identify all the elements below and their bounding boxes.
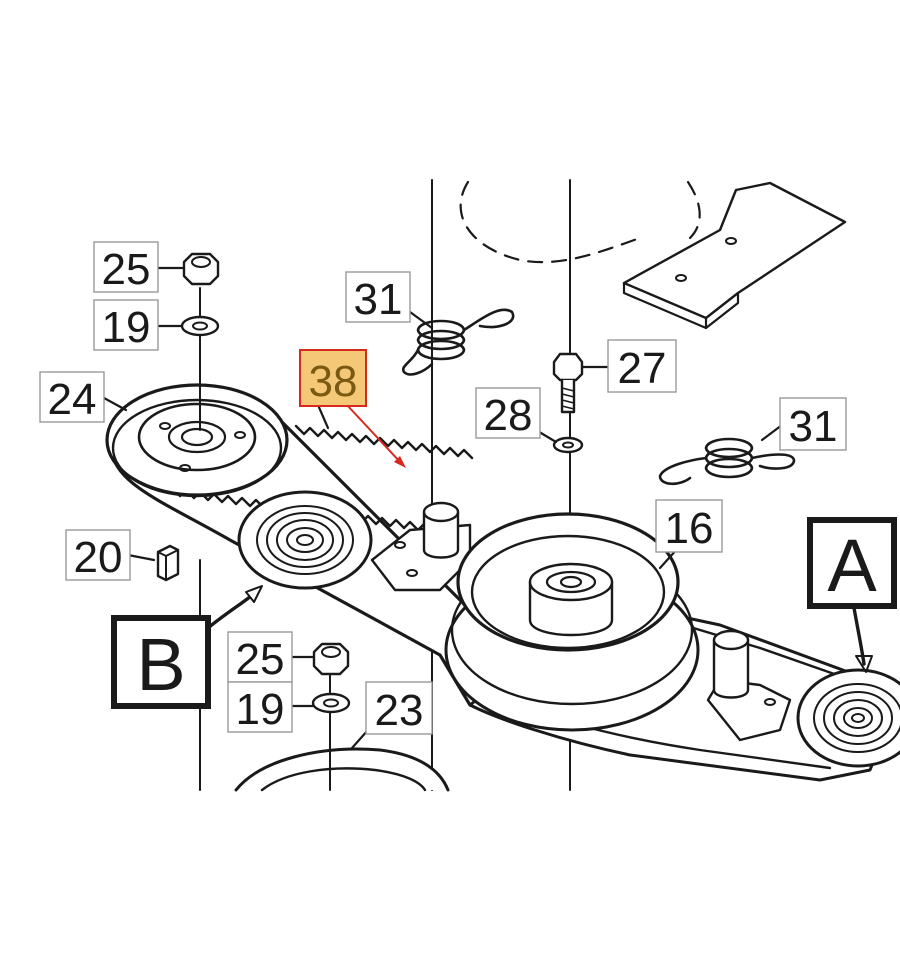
- callout-nut-lower: 25: [227, 631, 293, 684]
- nut-25-lower: [312, 642, 350, 676]
- callout-pulley-lower: 23: [365, 681, 433, 735]
- pulley-23: [234, 747, 450, 792]
- callout-washer-small: 28: [475, 387, 541, 440]
- idler-pulley-b: [237, 490, 373, 590]
- arrow-to-a-pulley: [852, 606, 866, 666]
- svg-text:24: 24: [48, 375, 97, 424]
- callout-key: 20: [65, 529, 131, 582]
- leader-lines: [102, 266, 873, 750]
- callout-washer-lower: 19: [227, 681, 293, 734]
- view-label-b: B: [111, 615, 211, 709]
- bolt-27: [552, 352, 584, 414]
- svg-text:25: 25: [102, 245, 151, 294]
- key-20: [156, 544, 180, 582]
- svg-text:38: 38: [309, 357, 358, 406]
- idler-arm-right: [706, 629, 792, 742]
- svg-text:25: 25: [236, 635, 285, 684]
- callout-belt-highlighted: 38: [299, 349, 367, 407]
- callout-spring-upper: 31: [345, 271, 411, 324]
- callout-bolt: 27: [607, 339, 677, 393]
- callout-washer-upper: 19: [93, 299, 159, 352]
- svg-text:19: 19: [236, 685, 285, 734]
- svg-text:23: 23: [375, 686, 424, 735]
- spring-31-right: [658, 437, 796, 486]
- pulley-16: [444, 512, 700, 732]
- shaft-lines: [199, 287, 331, 791]
- washer-19-upper: [180, 315, 220, 337]
- leader-red-38: [345, 403, 403, 465]
- svg-text:31: 31: [789, 402, 838, 451]
- pulley-a: [796, 668, 900, 768]
- svg-text:A: A: [827, 524, 877, 607]
- spring-31-upper: [401, 308, 515, 376]
- belt-teeth-upper: [294, 424, 474, 460]
- svg-text:27: 27: [618, 344, 667, 393]
- leader-red-38-arrowhead: [394, 456, 406, 468]
- view-label-a: A: [807, 517, 897, 609]
- mounting-bracket: [622, 181, 847, 330]
- svg-text:31: 31: [354, 275, 403, 324]
- washer-19-lower: [311, 692, 351, 714]
- callout-nut-upper: 25: [93, 241, 159, 294]
- svg-text:16: 16: [665, 504, 714, 553]
- callout-spring-right: 31: [779, 397, 847, 451]
- callout-pulley-left: 24: [39, 371, 105, 424]
- idler-arm: [370, 501, 472, 592]
- nut-25-upper: [182, 252, 220, 286]
- pulley-24: [105, 383, 289, 498]
- svg-text:20: 20: [74, 533, 123, 582]
- svg-text:28: 28: [484, 391, 533, 440]
- callout-pulley-center: 16: [655, 499, 723, 553]
- washer-28: [552, 436, 584, 454]
- svg-text:B: B: [136, 623, 185, 706]
- svg-text:19: 19: [102, 303, 151, 352]
